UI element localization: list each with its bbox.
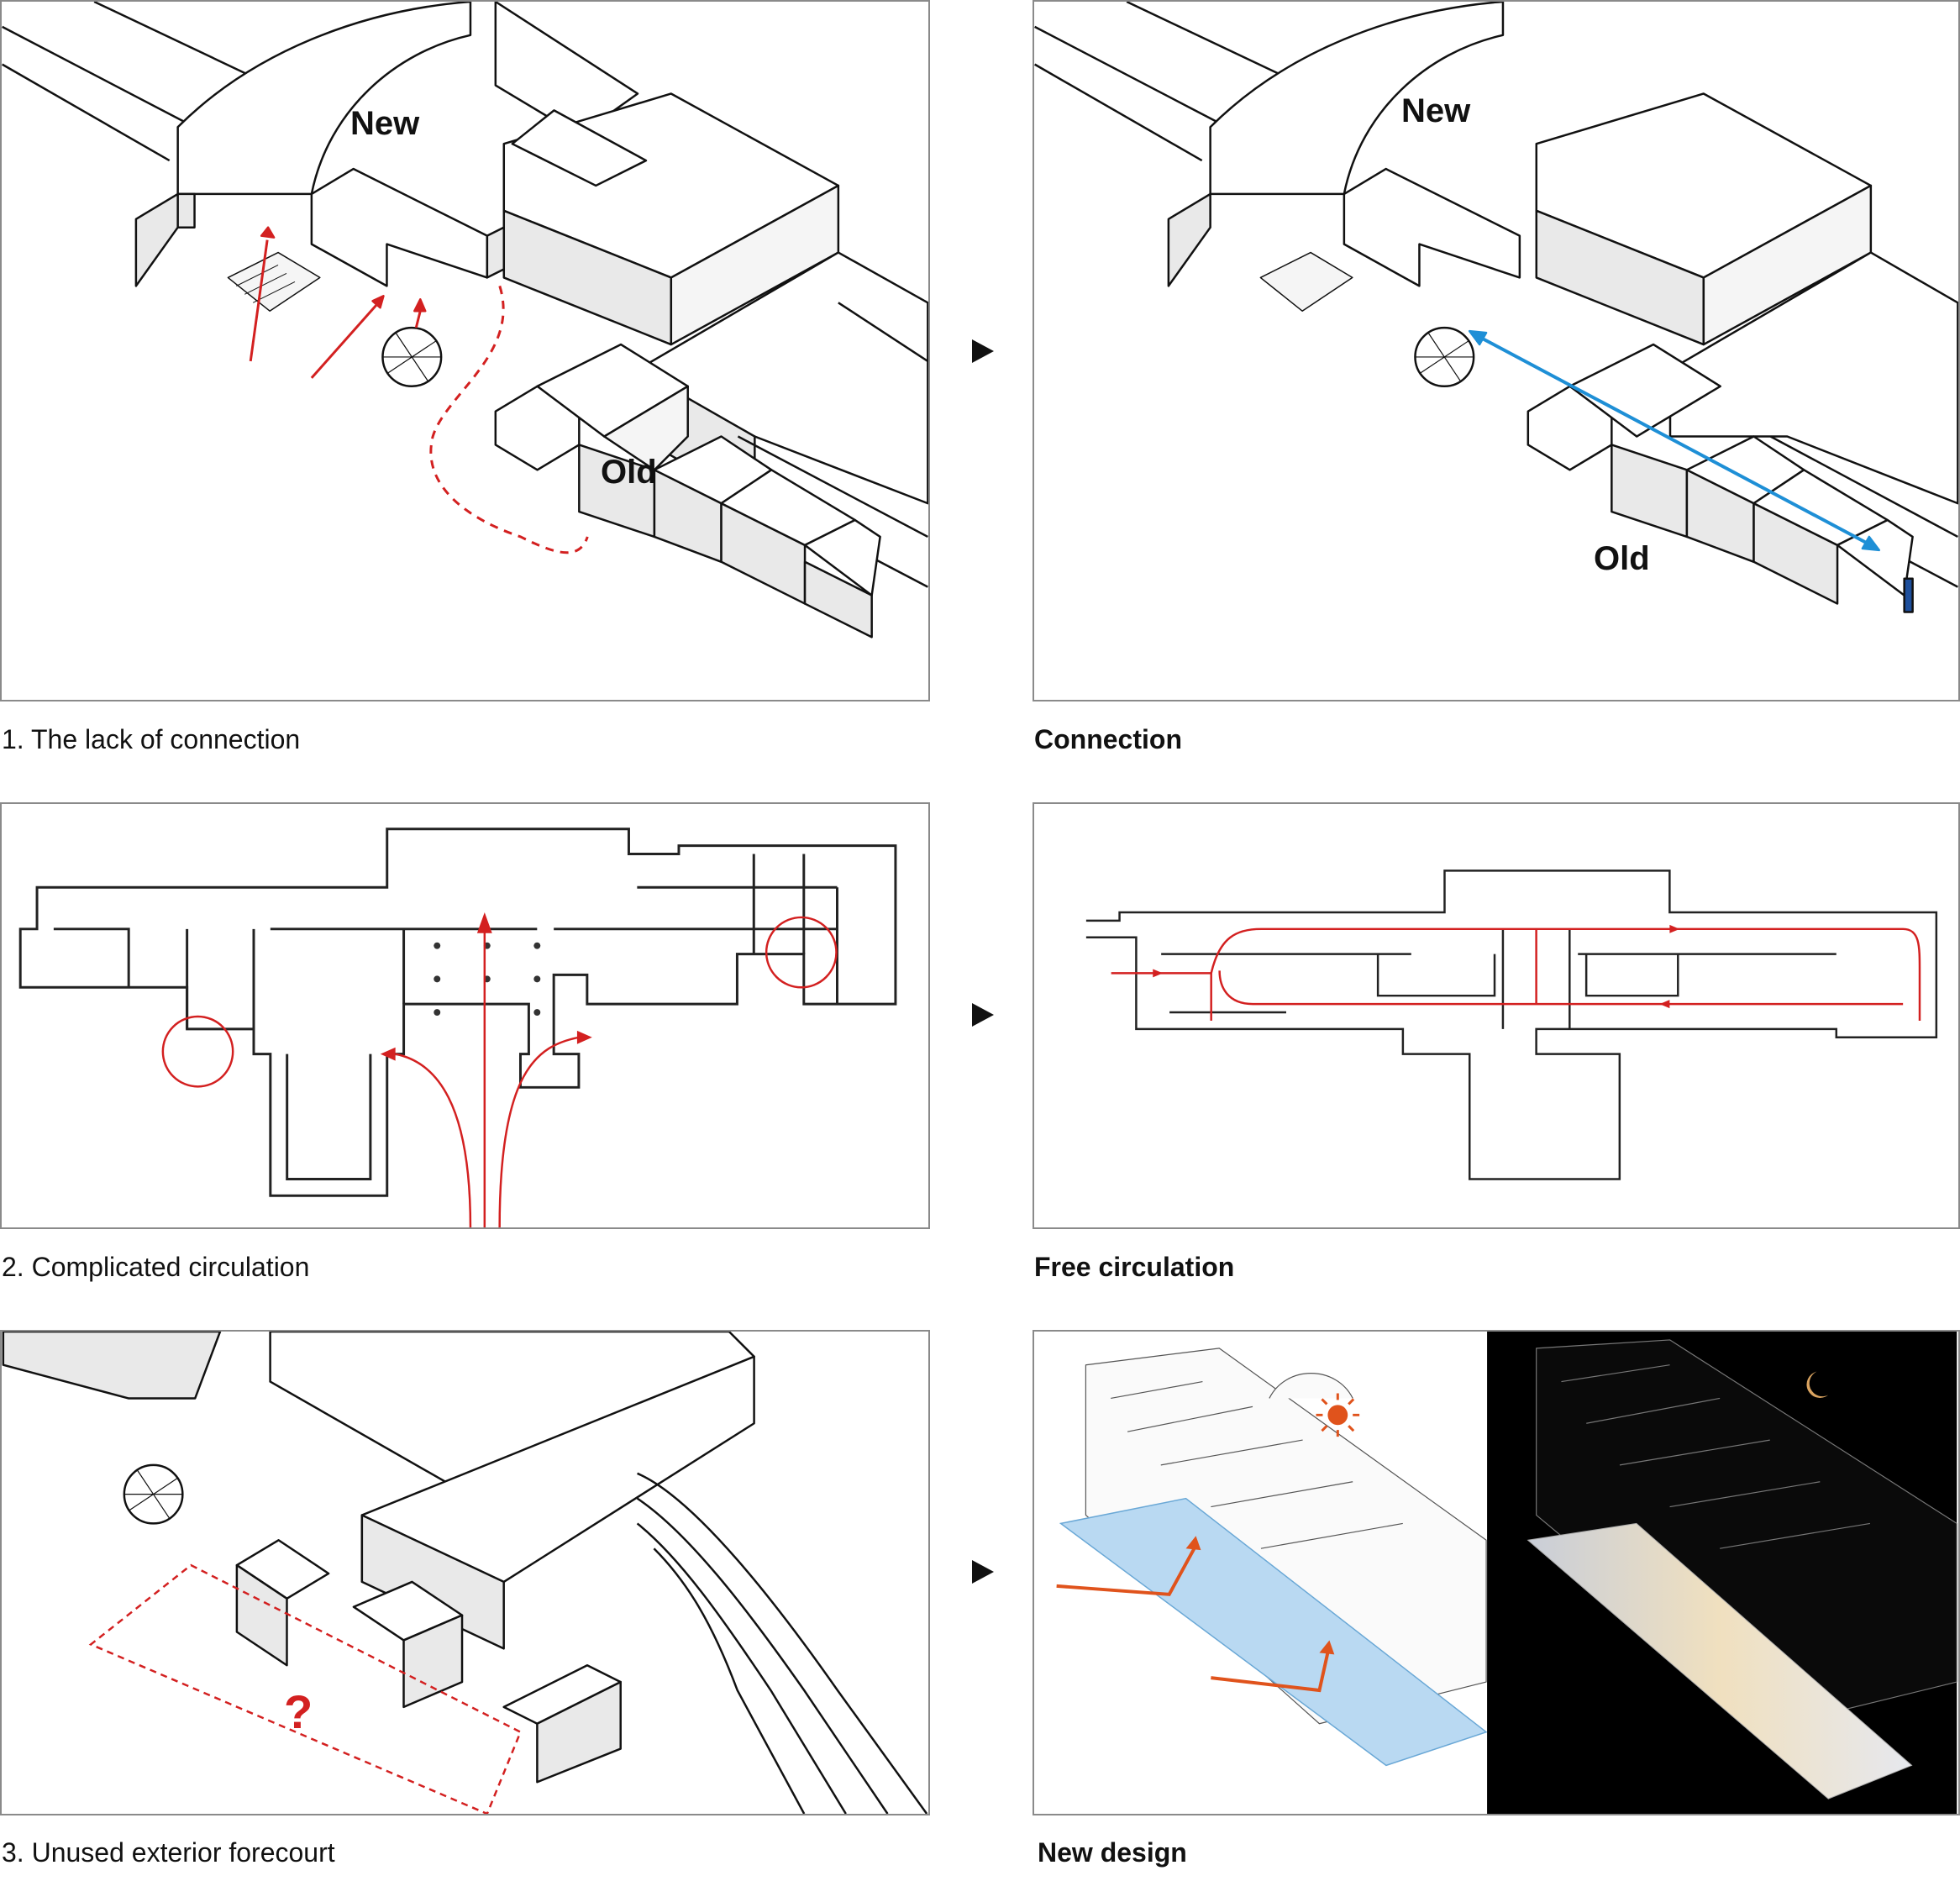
panel-lack-of-connection: New Old [0, 0, 930, 701]
new-building-label: New [1401, 92, 1471, 129]
panel-free-circulation [1033, 802, 1960, 1229]
panel-new-design [1033, 1330, 1960, 1815]
panel-unused-forecourt: ? [0, 1330, 930, 1815]
transition-arrow-icon [972, 339, 994, 363]
caption-lack-of-connection: 1. The lack of connection [2, 724, 301, 754]
transition-arrow-icon [972, 1560, 994, 1584]
question-mark: ? [284, 1685, 313, 1738]
old-building-label: Old [601, 454, 657, 491]
old-building-label: Old [1594, 540, 1650, 577]
caption-free-circulation: Free circulation [1034, 1252, 1235, 1282]
caption-connection: Connection [1034, 724, 1182, 754]
floor-plan-new [1085, 870, 1938, 1180]
caption-complicated-circulation: 2. Complicated circulation [2, 1252, 310, 1282]
day-night-render [1035, 1332, 1957, 1814]
axonometric-diagram-old-new [2, 2, 928, 638]
transition-arrow-icon [972, 1003, 994, 1027]
axonometric-forecourt [2, 1332, 928, 1814]
panel-connection: New Old [1033, 0, 1960, 701]
axonometric-diagram-connection [1034, 2, 1958, 613]
moon-icon [1807, 1372, 1832, 1399]
floor-plan-existing [18, 828, 897, 1227]
caption-unused-forecourt: 3. Unused exterior forecourt [2, 1837, 335, 1868]
sun-icon [1327, 1404, 1350, 1427]
panel-complicated-circulation [0, 802, 930, 1229]
caption-new-design: New design [1038, 1837, 1187, 1868]
new-building-label: New [350, 105, 420, 142]
